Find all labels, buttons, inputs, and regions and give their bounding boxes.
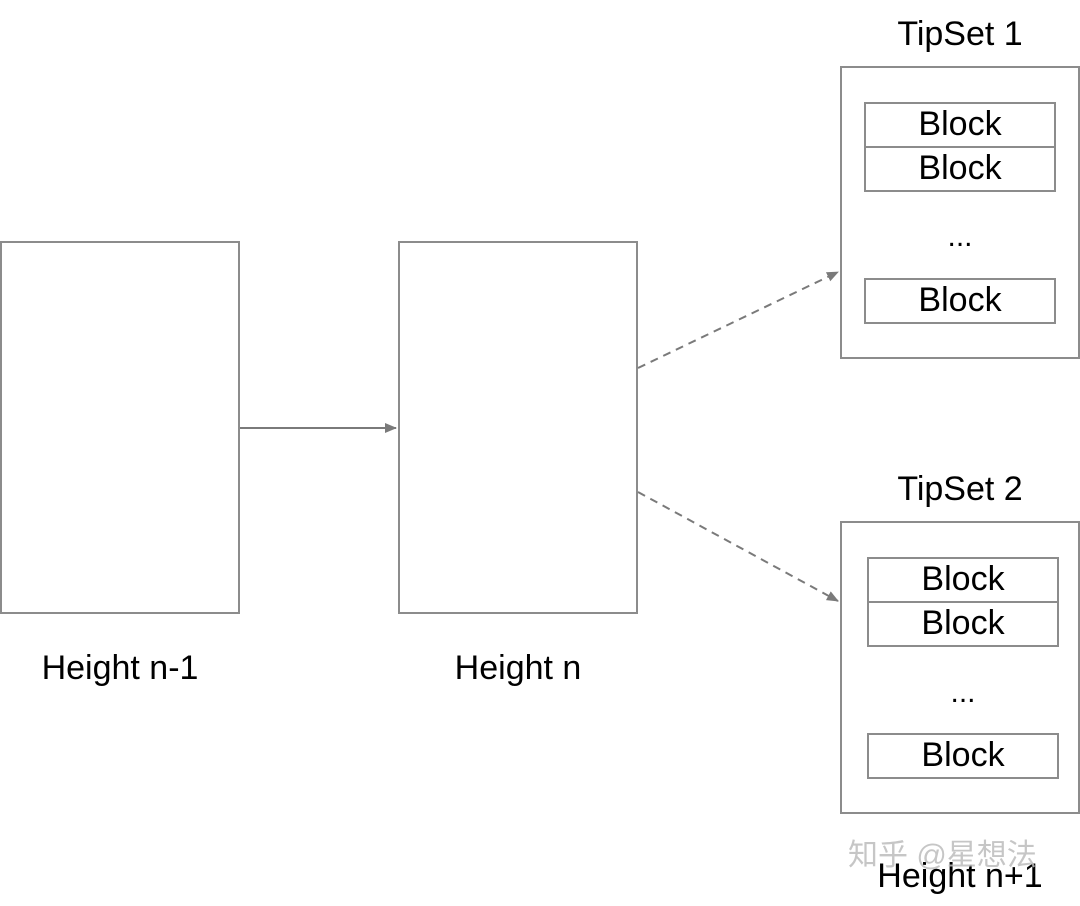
tipset-1-block-3: Block	[864, 278, 1056, 324]
tipset-2-ellipsis: ...	[950, 676, 976, 709]
tipset-1-title: TipSet 1	[897, 15, 1023, 53]
tipset-1-block-1: Block	[864, 102, 1056, 148]
watermark: 知乎 @星想法	[848, 839, 1037, 872]
height-n-minus-1-label: Height n-1	[41, 649, 199, 687]
height-n-minus-1-box	[0, 241, 240, 614]
height-n-label: Height n	[454, 649, 582, 687]
height-n-box	[398, 241, 638, 614]
tipset-1-block-2: Block	[864, 146, 1056, 192]
tipset-2-block-2: Block	[867, 601, 1059, 647]
dashed-arrow-to-tipset-2	[637, 491, 839, 602]
tipset-1-ellipsis: ...	[947, 220, 973, 253]
tipset-2-title: TipSet 2	[897, 470, 1023, 508]
dashed-arrow-to-tipset-1	[637, 271, 839, 369]
tipset-2-block-3: Block	[867, 733, 1059, 779]
height-n-plus-1-label: Height n+1	[877, 857, 1043, 895]
